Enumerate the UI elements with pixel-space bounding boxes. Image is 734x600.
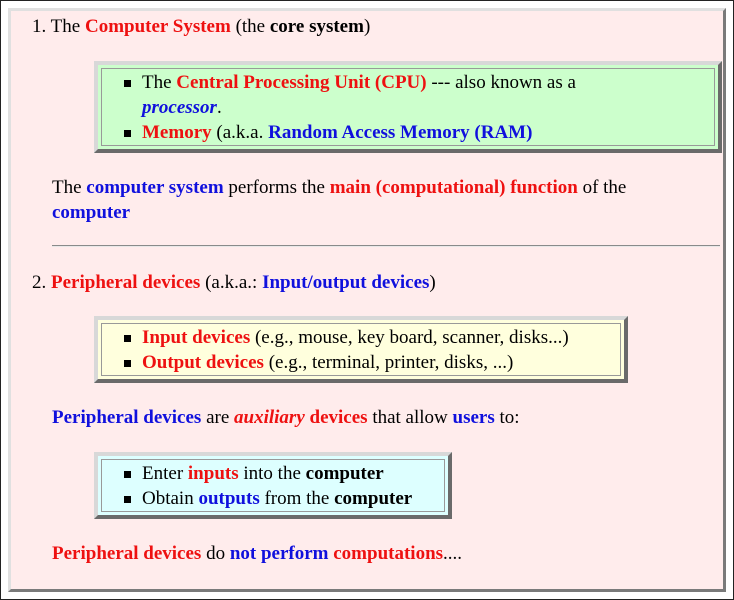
cpu-the: The xyxy=(142,72,172,93)
p1-computer-system: computer system xyxy=(86,177,224,198)
item-1-core: core system xyxy=(269,16,364,37)
output-devices-label: Output devices xyxy=(142,352,264,373)
section-divider xyxy=(52,245,720,247)
processor-dot: . xyxy=(216,97,222,118)
item-2-paren-close: ) xyxy=(429,272,436,293)
p3-not-perform: not perform xyxy=(229,543,329,564)
users-box-inner xyxy=(101,459,445,512)
bullet-icon xyxy=(124,335,131,342)
p2-to: to: xyxy=(499,407,520,428)
p1-the: The xyxy=(52,177,82,198)
io-devices-box-inner xyxy=(101,323,621,376)
p1-computer: computer xyxy=(52,202,131,223)
item-1-heading: 1. The Computer System (the core system) xyxy=(32,14,370,39)
bullet-icon xyxy=(124,360,131,367)
p3-do: do xyxy=(206,543,226,564)
paragraph-2: Peripheral devices are auxiliary devices… xyxy=(52,405,520,430)
from-the-text: from the xyxy=(264,488,330,509)
p1-performs: performs the xyxy=(228,177,325,198)
p2-are: are xyxy=(206,407,230,428)
into-the-text: into the xyxy=(243,463,301,484)
processor-label: processor xyxy=(142,97,217,118)
item-2-heading: 2. Peripheral devices (a.k.a.: Input/out… xyxy=(32,270,436,295)
memory-label: Memory xyxy=(142,122,212,143)
paragraph-1-line-1: The computer system performs the main (c… xyxy=(52,175,626,200)
ram-label: Random Access Memory (RAM) xyxy=(268,122,533,143)
cpu-rest: --- also known as a xyxy=(431,72,576,93)
cpu-label: Central Processing Unit (CPU) xyxy=(176,72,427,93)
p3-computations: computations xyxy=(333,543,444,564)
list-item-cpu: The Central Processing Unit (CPU) --- al… xyxy=(142,70,576,95)
bullet-icon xyxy=(124,130,131,137)
io-devices-box: Input devices (e.g., mouse, key board, s… xyxy=(94,316,628,383)
bullet-icon xyxy=(124,496,131,503)
p2-devices: devices xyxy=(309,407,368,428)
cpu-memory-box: The Central Processing Unit (CPU) --- al… xyxy=(94,61,722,153)
list-item-output: Output devices (e.g., terminal, printer,… xyxy=(142,350,513,375)
outputs-label: outputs xyxy=(198,488,260,509)
memory-aka: (a.k.a. xyxy=(216,122,264,143)
obtain-text: Obtain xyxy=(142,488,194,509)
item-2-title: Peripheral devices xyxy=(51,272,201,293)
input-devices-label: Input devices xyxy=(142,327,251,348)
p1-main-function: main (computational) function xyxy=(329,177,578,198)
bullet-icon xyxy=(124,471,131,478)
p3-dots: .... xyxy=(443,543,463,564)
enter-text: Enter xyxy=(142,463,184,484)
item-1-paren-close: ) xyxy=(363,16,371,37)
p2-users: users xyxy=(452,407,495,428)
p2-peripheral: Peripheral devices xyxy=(52,407,202,428)
users-box: Enter inputs into the computer Obtain ou… xyxy=(94,452,452,519)
p3-peripheral: Peripheral devices xyxy=(52,543,202,564)
list-item-obtain: Obtain outputs from the computer xyxy=(142,486,412,511)
list-item-enter: Enter inputs into the computer xyxy=(142,461,384,486)
item-2-aka: (a.k.a.: xyxy=(205,272,258,293)
list-item-memory: Memory (a.k.a. Random Access Memory (RAM… xyxy=(142,120,532,145)
item-2-number: 2. xyxy=(32,272,47,293)
computer-label-1: computer xyxy=(305,463,384,484)
p1-of-the: of the xyxy=(582,177,627,198)
output-devices-rest: (e.g., terminal, printer, disks, ...) xyxy=(268,352,514,373)
item-1-number: 1. xyxy=(32,16,47,37)
paragraph-1-line-2: computer xyxy=(52,200,130,225)
input-devices-rest: (e.g., mouse, key board, scanner, disks.… xyxy=(254,327,569,348)
item-1-paren-open: (the xyxy=(235,16,266,37)
computer-label-2: computer xyxy=(334,488,413,509)
item-2-io: Input/output devices xyxy=(262,272,430,293)
inputs-label: inputs xyxy=(187,463,239,484)
cpu-memory-box-inner xyxy=(101,68,715,146)
bullet-icon xyxy=(124,80,131,87)
p2-that-allow: that allow xyxy=(372,407,448,428)
item-1-title: Computer System xyxy=(84,16,231,37)
list-item-input: Input devices (e.g., mouse, key board, s… xyxy=(142,325,569,350)
list-item-cpu-cont: processor. xyxy=(142,95,222,120)
item-1-the: The xyxy=(50,16,81,37)
p2-auxiliary: auxiliary xyxy=(234,407,305,428)
paragraph-3: Peripheral devices do not perform comput… xyxy=(52,541,462,566)
